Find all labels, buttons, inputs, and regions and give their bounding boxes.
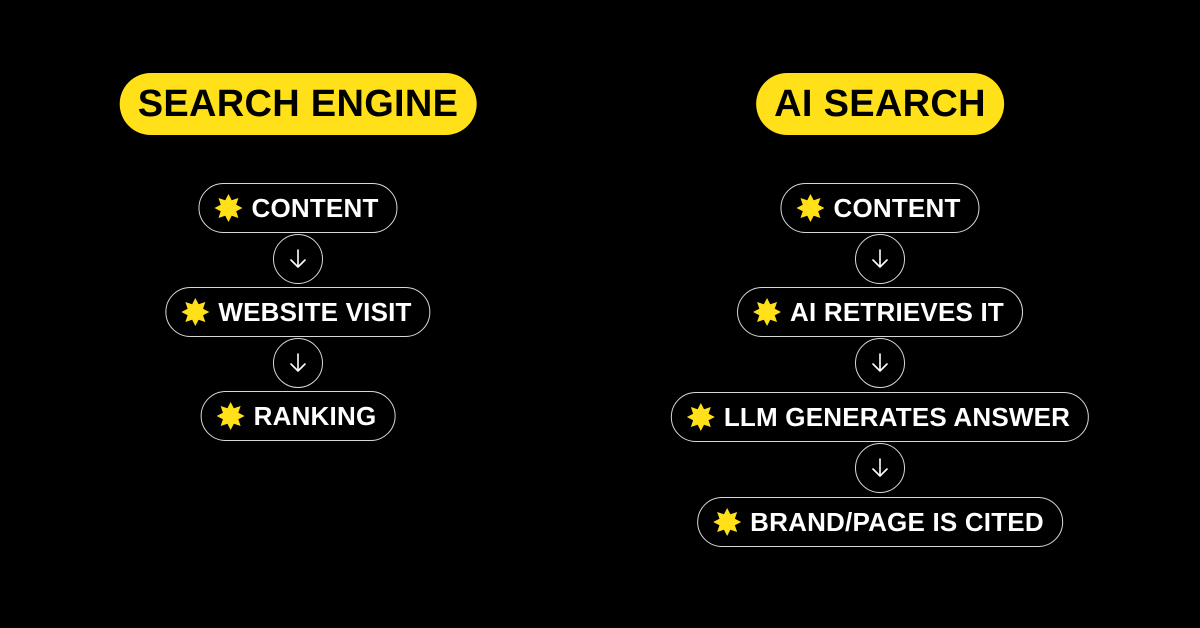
- ai-search-step-llm-generates: LLM GENERATES ANSWER: [670, 392, 1090, 442]
- flow-arrow: [855, 338, 905, 388]
- ai-search-flow: AI SEARCH CONTENT AI RETRIEVES IT LLM GE…: [600, 0, 1200, 628]
- flow-arrow: [855, 443, 905, 493]
- ai-search-title: AI SEARCH: [756, 73, 1004, 135]
- starburst-badge-icon: [796, 194, 825, 222]
- starburst-badge-icon: [753, 298, 782, 326]
- down-arrow-icon: [872, 458, 888, 477]
- step-label: CONTENT: [833, 192, 961, 223]
- down-arrow-icon: [290, 249, 306, 268]
- search-engine-step-content: CONTENT: [198, 183, 398, 233]
- step-label: RANKING: [253, 400, 377, 431]
- search-engine-flow: SEARCH ENGINE CONTENT WEBSITE VISIT RANK…: [119, 73, 477, 441]
- down-arrow-icon: [872, 353, 888, 372]
- starburst-badge-icon: [216, 402, 245, 430]
- starburst-badge-icon: [686, 403, 715, 431]
- flow-arrow: [855, 234, 905, 284]
- starburst-badge-icon: [214, 194, 243, 222]
- step-label: LLM GENERATES ANSWER: [723, 401, 1071, 432]
- starburst-badge-icon: [181, 298, 210, 326]
- step-label: BRAND/PAGE IS CITED: [750, 506, 1044, 537]
- ai-search-step-ai-retrieves: AI RETRIEVES IT: [737, 287, 1023, 337]
- flow-arrow: [273, 338, 323, 388]
- starburst-badge-icon: [713, 508, 742, 536]
- search-engine-title: SEARCH ENGINE: [119, 73, 477, 135]
- step-label: WEBSITE VISIT: [218, 296, 412, 327]
- search-engine-step-website-visit: WEBSITE VISIT: [165, 287, 431, 337]
- search-engine-step-ranking: RANKING: [200, 391, 396, 441]
- flow-arrow: [273, 234, 323, 284]
- step-label: CONTENT: [251, 192, 379, 223]
- ai-search-step-brand-cited: BRAND/PAGE IS CITED: [697, 497, 1063, 547]
- down-arrow-icon: [872, 249, 888, 268]
- down-arrow-icon: [290, 353, 306, 372]
- step-label: AI RETRIEVES IT: [790, 296, 1004, 327]
- ai-search-step-content: CONTENT: [780, 183, 980, 233]
